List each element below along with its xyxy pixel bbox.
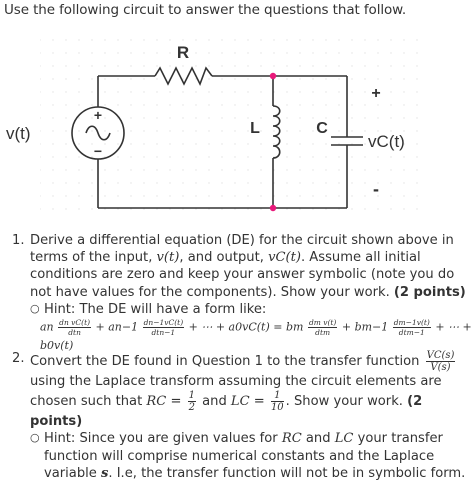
input-symbol: v(t) <box>156 250 180 266</box>
source-minus-sign: − <box>94 143 102 159</box>
ac-wave-icon <box>85 125 111 141</box>
resistor <box>154 66 213 86</box>
points-badge: (2 points) <box>30 394 423 430</box>
source-plus-sign: + <box>94 107 102 123</box>
hint-2: ○Hint: Since you are given values for RC… <box>30 431 466 481</box>
plus-sign: + <box>371 85 380 102</box>
intro-text: Use the following circuit to answer the … <box>4 2 407 18</box>
voltage-source-icon <box>71 106 125 160</box>
grid-background <box>40 36 420 220</box>
inductor <box>272 105 281 159</box>
de-form-equation: an dn vC(t)dtn + an−1 dn−1vC(t)dtn−1 + ⋯… <box>40 318 472 353</box>
question-2: 2.Convert the DE found in Question 1 to … <box>12 350 456 430</box>
node-bottom <box>269 204 277 212</box>
question-1-number: 1. <box>12 233 25 248</box>
hint-1: ○Hint: The DE will have a form like: <box>30 301 267 317</box>
question-1: 1.Derive a differential equation (DE) fo… <box>12 233 466 300</box>
node-top <box>269 72 277 80</box>
question-list: 1.Derive a differential equation (DE) fo… <box>10 232 472 482</box>
inductor-label: L <box>250 120 260 137</box>
circuit-diagram: R L C v(t) vC(t) + - + − <box>6 36 420 220</box>
output-label: vC(t) <box>368 132 405 151</box>
points-badge: (2 points) <box>393 284 466 300</box>
source-label: v(t) <box>6 124 31 143</box>
question-2-number: 2. <box>12 351 25 367</box>
capacitor-label: C <box>316 120 328 137</box>
output-symbol: vC(t) <box>268 250 301 266</box>
resistor-label: R <box>177 43 189 62</box>
minus-sign: - <box>373 179 379 199</box>
transfer-function: VC(s)V(s) <box>425 350 456 374</box>
